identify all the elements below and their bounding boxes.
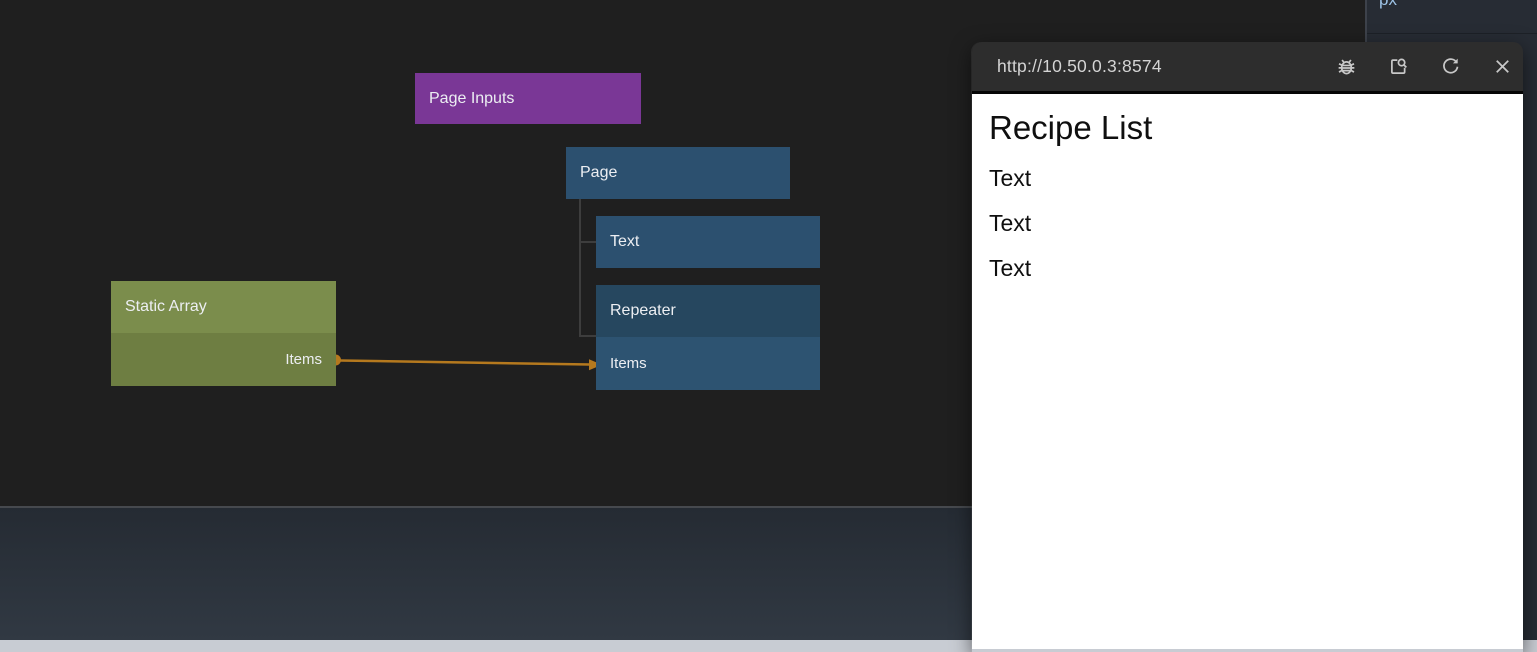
connection-line[interactable] (339, 359, 591, 366)
node-page[interactable]: Page (566, 147, 790, 199)
node-text-label: Text (610, 233, 640, 250)
preview-browser-window: http://10.50.0.3:8574 (972, 42, 1523, 652)
node-page-label: Page (580, 164, 618, 181)
node-static-array-label: Static Array (125, 298, 207, 315)
preview-text-list: Text Text Text (989, 156, 1523, 291)
preview-text-item: Text (989, 165, 1032, 191)
preview-toolbar: http://10.50.0.3:8574 (972, 42, 1523, 94)
connection-arrowhead (589, 359, 602, 371)
tree-connector-to-text (579, 241, 596, 243)
repeater-items-port[interactable]: Items (596, 337, 820, 390)
url-text[interactable]: http://10.50.0.3:8574 (997, 56, 1162, 76)
open-in-new-window-icon[interactable] (1386, 55, 1410, 79)
style-editor-row: px (1367, 0, 1537, 34)
repeater-items-label: Items (610, 355, 647, 372)
static-array-items-port[interactable]: Items (111, 333, 336, 386)
node-repeater[interactable]: Repeater Items (596, 285, 820, 390)
preview-toolbar-icons (1334, 55, 1514, 79)
node-repeater-label: Repeater (610, 302, 676, 319)
static-array-items-label: Items (285, 351, 322, 368)
close-icon[interactable] (1490, 55, 1514, 79)
tree-connector-to-repeater (579, 335, 596, 337)
px-unit-text: px (1379, 0, 1397, 10)
preview-page-title: Recipe List (989, 109, 1153, 146)
node-page-inputs-label: Page Inputs (429, 89, 515, 107)
tree-connector-vertical (579, 199, 581, 337)
preview-text-item: Text (989, 210, 1032, 236)
bug-icon[interactable] (1334, 55, 1358, 79)
preview-content: Recipe List Text Text Text (972, 94, 1523, 649)
node-text[interactable]: Text (596, 216, 820, 268)
node-page-inputs[interactable]: Page Inputs (415, 73, 641, 124)
refresh-icon[interactable] (1438, 55, 1462, 79)
node-static-array[interactable]: Static Array Items (111, 281, 336, 386)
preview-text-item: Text (989, 255, 1032, 281)
